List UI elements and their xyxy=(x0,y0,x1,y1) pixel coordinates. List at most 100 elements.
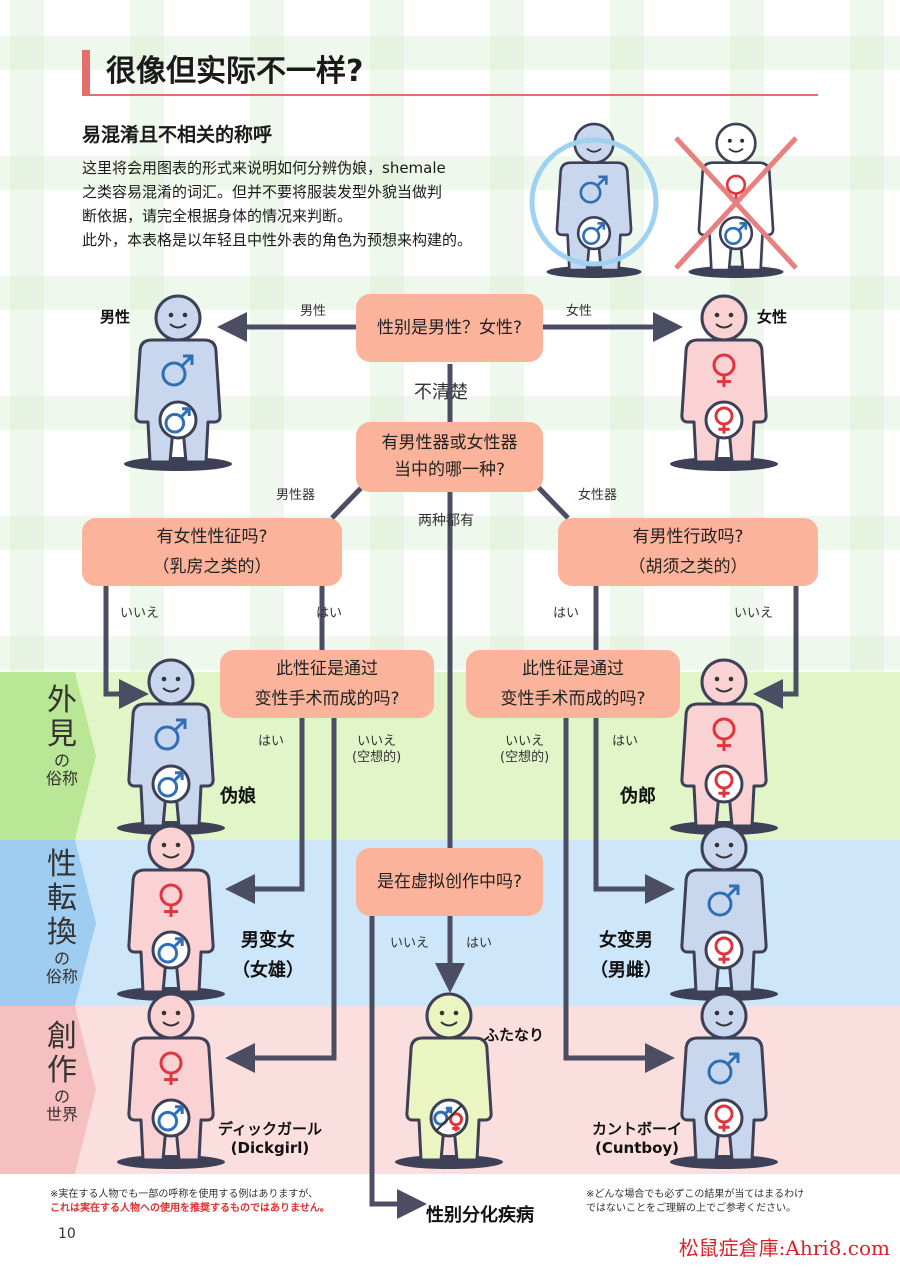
band-label-appearance-sub: 俗称 xyxy=(45,769,78,788)
result-name-dickgirl: ディックガール (Dickgirl) xyxy=(218,1120,322,1158)
band-label-fiction-no: の xyxy=(53,1087,70,1106)
intro-line: 之类容易混淆的词汇。但并不要将服装发型外貌当做判 xyxy=(82,183,443,201)
footnote-right-line: ではないことをご理解の上でご参考ください。 xyxy=(586,1203,796,1214)
branch-label-unclear: 不清楚 xyxy=(414,382,468,403)
branch-label-imaginary: (空想的) xyxy=(500,750,550,765)
male-symbol-icon xyxy=(157,1105,184,1132)
section-subtitle: 易混淆且不相关的称呼 xyxy=(82,124,273,146)
male-symbol-icon xyxy=(724,221,748,245)
connector-female-organ xyxy=(536,485,570,520)
branch-label-female-organ: 女性器 xyxy=(578,488,618,503)
result-name-cuntboy: カントボーイ (Cuntboy) xyxy=(592,1120,682,1158)
figure-futanari xyxy=(395,992,503,1169)
female-symbol-icon xyxy=(714,936,734,964)
male-symbol-icon xyxy=(157,937,184,964)
page-title: 很像但实际不一样? xyxy=(106,54,364,89)
figure-female xyxy=(670,294,778,471)
question-male-traits-box: 有男性行政吗? （胡须之类的） xyxy=(558,518,818,586)
branch-label-yes: はい xyxy=(316,606,343,621)
question-fiction-box: 是在虚拟创作中吗? xyxy=(356,848,543,916)
correct-ring-icon xyxy=(529,137,659,267)
footnote-right: ※どんな場合でも必ずこの結果が当てはまるわけ ではないことをご理解の上でご参考く… xyxy=(586,1188,804,1216)
title-accent-bar xyxy=(82,50,90,94)
band-label-fiction-main: 創作 xyxy=(47,1019,77,1088)
arrow-to-intersex xyxy=(369,914,427,1219)
question-surgery-right-line: 变性手术而成的吗? xyxy=(500,689,646,709)
band-label-appearance-no: の xyxy=(53,751,70,770)
male-symbol-icon xyxy=(154,718,187,751)
cross-out-icon xyxy=(674,136,798,270)
arrow-to-reverse-trap xyxy=(753,586,799,709)
figure-mtf xyxy=(117,824,225,1001)
result-name-intersex: 性别分化疾病 xyxy=(426,1205,534,1226)
branch-label-no-imaginary: いいえ (空想的) xyxy=(352,734,401,766)
figure-ftm xyxy=(670,824,778,1001)
footnote-left-line: ※実在する人物でも一部の呼称を使用する例はありますが、 xyxy=(50,1189,319,1200)
question-male-traits-line: （胡须之类的） xyxy=(628,557,748,577)
result-name-cuntboy-en: (Cuntboy) xyxy=(594,1139,680,1157)
question-surgery-right-line: 此性征是通过 xyxy=(522,659,624,679)
arrow-to-trap xyxy=(103,586,149,709)
branch-label-yes: はい xyxy=(466,936,493,951)
question-surgery-left-line: 此性征是通过 xyxy=(276,659,378,679)
result-name-ftm-alt: （男雌） xyxy=(590,960,662,981)
female-symbol-icon xyxy=(159,1051,183,1085)
male-symbol-icon xyxy=(164,407,191,434)
branch-label-no: いいえ xyxy=(505,734,545,749)
result-name-dickgirl-ja: ディックガール xyxy=(218,1120,322,1138)
question-organ-line: 有男性器或女性器 xyxy=(381,433,518,453)
female-symbol-icon xyxy=(714,406,734,434)
question-surgery-right-box: 此性征是通过 变性手术而成的吗? xyxy=(466,650,680,718)
result-name-ftm-main: 女变男 xyxy=(599,930,653,951)
question-surgery-left-line: 变性手术而成的吗? xyxy=(254,689,400,709)
branch-label-male-organ: 男性器 xyxy=(276,488,316,503)
result-name-mtf: 男变女 （女雄） xyxy=(232,926,304,986)
arrow-to-cuntboy xyxy=(563,718,675,1073)
figure-reverse-trap xyxy=(670,658,778,835)
male-symbol-icon xyxy=(582,221,606,245)
male-symbol-icon xyxy=(707,1052,740,1085)
band-label-fiction: 創作 の 世界 xyxy=(32,1020,92,1124)
figure-trap xyxy=(117,658,225,835)
question-sex-text: 性别是男性？女性? xyxy=(376,318,523,338)
figure-male xyxy=(124,294,232,471)
male-symbol-icon xyxy=(433,1106,453,1126)
question-fiction-text: 是在虚拟创作中吗? xyxy=(376,872,523,892)
footnote-left: ※実在する人物でも一部の呼称を使用する例はありますが、 これは実在する人物への使… xyxy=(50,1188,330,1216)
figure-intro-correct xyxy=(546,122,642,278)
band-label-transition-sub: 俗称 xyxy=(45,967,78,986)
question-organ-box: 有男性器或女性器 当中的哪一种? xyxy=(356,422,543,492)
male-symbol-icon xyxy=(579,175,608,204)
branch-label-no-imaginary: いいえ (空想的) xyxy=(500,734,549,766)
result-name-mtf-alt: （女雄） xyxy=(232,960,304,981)
result-name-male: 男性 xyxy=(100,308,131,326)
branch-label-male: 男性 xyxy=(300,304,327,319)
female-symbol-icon xyxy=(159,883,183,917)
arrow-to-ftm xyxy=(593,718,675,904)
male-symbol-icon xyxy=(157,771,184,798)
question-surgery-left-box: 此性征是通过 变性手术而成的吗? xyxy=(220,650,434,718)
female-symbol-icon xyxy=(712,353,736,387)
intro-line: 这里将会用图表的形式来说明如何分辨伪娘，shemale xyxy=(82,159,446,177)
both-sex-symbol-icon xyxy=(433,1104,463,1132)
branch-label-no: いいえ xyxy=(357,734,397,749)
branch-label-both: 两种都有 xyxy=(418,513,474,529)
question-female-traits-line: 有女性性征吗? xyxy=(156,527,268,547)
band-tab-transition xyxy=(0,840,96,1006)
branch-label-no: いいえ xyxy=(120,606,160,621)
female-symbol-icon xyxy=(449,1112,463,1132)
connector-male-organ xyxy=(330,485,364,520)
band-tab-fiction xyxy=(0,1006,96,1174)
band-tab-appearance xyxy=(0,672,96,840)
question-male-traits-line: 有男性行政吗? xyxy=(632,527,744,547)
band-label-transition: 性転換 の 俗称 xyxy=(32,848,92,986)
band-label-fiction-sub: 世界 xyxy=(45,1105,78,1124)
result-name-ftm: 女变男 （男雌） xyxy=(590,926,662,986)
result-name-reverse-trap: 伪郎 xyxy=(620,786,656,807)
branch-label-no: いいえ xyxy=(734,606,774,621)
page-number: 10 xyxy=(58,1226,76,1242)
female-symbol-icon xyxy=(712,717,736,751)
question-organ-line: 当中的哪一种? xyxy=(393,460,506,480)
figure-intro-wrong xyxy=(688,122,784,278)
